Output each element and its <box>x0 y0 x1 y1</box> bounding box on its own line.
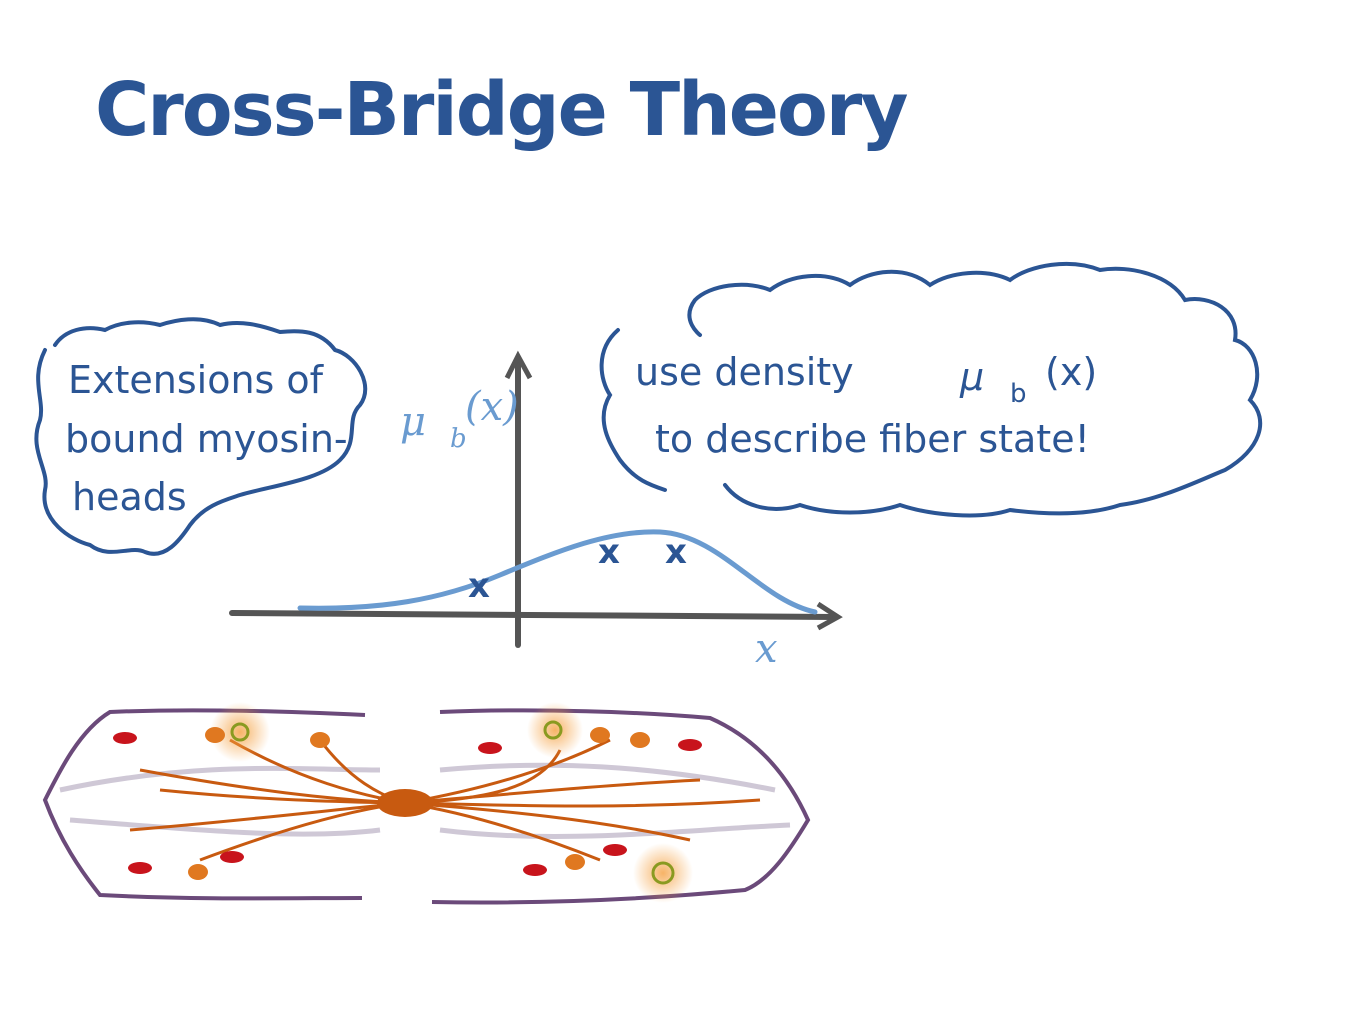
mu-symbol: μ <box>959 355 984 399</box>
myosin-filament <box>129 738 761 862</box>
data-marker: x <box>598 532 620 572</box>
right-bubble-line2: to describe fiber state! <box>655 417 1090 461</box>
actin-filament-right <box>431 708 811 905</box>
mu-argument: (x) <box>1045 350 1097 394</box>
x-axis-label: x <box>755 626 778 672</box>
x-axis-arrow-icon <box>816 601 843 631</box>
y-label-mu: μ <box>400 399 426 445</box>
left-bubble-text: Extensions of bound myosin- heads <box>65 358 360 519</box>
thin-filament <box>59 762 791 839</box>
left-bubble-line: bound myosin- <box>65 417 348 461</box>
y-axis-label: μ b (x) <box>400 384 519 457</box>
graph: μ b (x) x x x x <box>229 350 843 672</box>
left-bubble-line: heads <box>72 475 187 519</box>
y-label-arg: (x) <box>465 384 519 430</box>
sarcomere-illustration <box>42 702 811 905</box>
data-marker: x <box>665 532 687 572</box>
myosin-heads <box>113 702 702 903</box>
y-axis-arrow-icon <box>504 350 533 380</box>
left-bubble-line: Extensions of <box>68 358 325 402</box>
m-line <box>377 789 433 817</box>
left-thought-bubble <box>34 317 368 556</box>
mu-subscript: b <box>1010 379 1027 409</box>
data-marker: x <box>468 566 490 606</box>
density-curve <box>297 529 818 615</box>
x-axis <box>229 610 838 620</box>
y-label-sub: b <box>450 424 467 454</box>
right-bubble-line1: use density <box>635 350 854 394</box>
right-thought-bubble <box>599 262 1263 518</box>
right-bubble-text: use density μ b (x) to describe fiber st… <box>635 350 1109 461</box>
title: Cross-Bridge Theory <box>95 67 907 153</box>
